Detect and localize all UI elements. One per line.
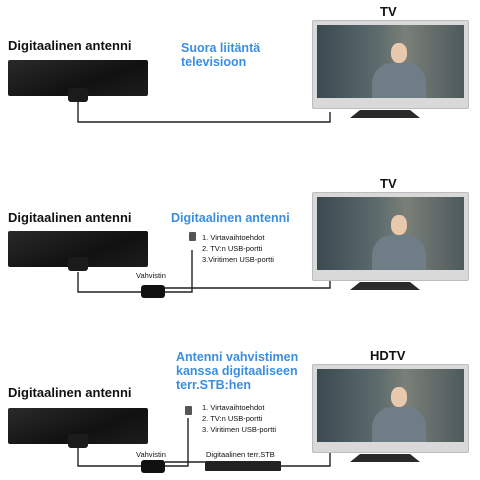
info-line: televisioon (181, 55, 247, 69)
info-line: Digitaalinen antenni (171, 211, 290, 225)
power-options-list: 1. Virtavaihtoehdot 2. TV:n USB-portti 3… (202, 402, 276, 435)
connection-info: Antenni vahvistimen kanssa digitaaliseen… (176, 350, 298, 392)
power-option: 2. TV:n USB-portti (202, 244, 263, 253)
tv-image (312, 192, 469, 281)
power-option: 1. Virtavaihtoehdot (202, 233, 265, 242)
amplifier-image (141, 285, 165, 298)
info-line: Antenni vahvistimen (176, 350, 299, 364)
antenna-title: Digitaalinen antenni (8, 385, 132, 400)
tv-label: HDTV (370, 348, 406, 363)
power-options-list: 1. Virtavaihtoehdot 2. TV:n USB-portti 3… (202, 232, 274, 265)
amplifier-image (141, 460, 165, 473)
antenna-connector (68, 434, 88, 448)
tv-image (312, 364, 469, 453)
stb-label: Digitaalinen terr.STB (206, 450, 275, 459)
power-option: 2. TV:n USB-portti (202, 414, 263, 423)
power-option: 1. Virtavaihtoehdot (202, 403, 265, 412)
amplifier-label: Vahvistin (136, 271, 166, 280)
usb-plug-icon (185, 406, 192, 415)
tv-stand (350, 110, 420, 118)
stb-image (205, 461, 281, 471)
tv-label: TV (380, 176, 397, 191)
tv-stand (350, 454, 420, 462)
antenna-connector (68, 88, 88, 102)
info-line: terr.STB:hen (176, 378, 252, 392)
antenna-connector (68, 257, 88, 271)
info-line: kanssa digitaaliseen (176, 364, 298, 378)
amplifier-label: Vahvistin (136, 450, 166, 459)
antenna-title: Digitaalinen antenni (8, 38, 132, 53)
info-line: Suora liitäntä (181, 41, 261, 55)
usb-plug-icon (189, 232, 196, 241)
connection-info: Digitaalinen antenni (171, 211, 290, 225)
tv-stand (350, 282, 420, 290)
tv-label: TV (380, 4, 397, 19)
power-option: 3. Viritimen USB-portti (202, 425, 277, 434)
tv-image (312, 20, 469, 109)
connection-info: Suora liitäntä televisioon (181, 41, 260, 69)
antenna-title: Digitaalinen antenni (8, 210, 132, 225)
power-option: 3.Viritimen USB-portti (202, 255, 274, 264)
